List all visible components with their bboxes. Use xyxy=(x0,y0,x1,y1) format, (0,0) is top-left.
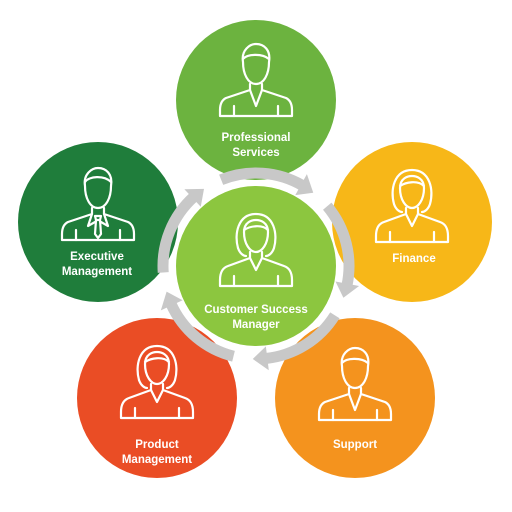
executive-management-node xyxy=(18,142,178,302)
professional-services-label-line2: Services xyxy=(232,147,279,159)
finance-label: Finance xyxy=(392,253,435,265)
product-management-label-line1: Product xyxy=(135,439,179,451)
cycle-arrow-segment xyxy=(219,167,306,191)
cycle-arrow-head xyxy=(160,291,183,311)
professional-services-label-line1: Professional xyxy=(221,132,290,144)
customer-success-manager-label-line1: Customer Success xyxy=(204,304,308,316)
cycle-arrow-segment xyxy=(322,202,355,287)
cycle-arrow-head xyxy=(252,346,269,371)
executive-management-label-line1: Executive xyxy=(70,251,124,263)
cycle-arrow-head xyxy=(335,281,360,298)
cycle-arrow-segment xyxy=(157,192,198,273)
support-label: Support xyxy=(333,439,377,451)
customer-success-manager-node xyxy=(176,186,336,346)
cycle-arrow-segment xyxy=(166,301,235,362)
customer-success-manager-label-line2: Manager xyxy=(232,319,280,331)
cycle-arrows xyxy=(157,167,360,371)
cycle-arrow-head xyxy=(184,188,204,207)
support-node xyxy=(275,318,435,478)
cycle-arrow-head xyxy=(295,174,314,196)
product-management-label-line2: Management xyxy=(122,454,192,466)
executive-management-label-line2: Management xyxy=(62,266,132,278)
product-management-node xyxy=(77,318,237,478)
professional-services-node xyxy=(176,20,336,180)
finance-node xyxy=(332,142,492,302)
cycle-arrow-segment xyxy=(265,312,340,364)
